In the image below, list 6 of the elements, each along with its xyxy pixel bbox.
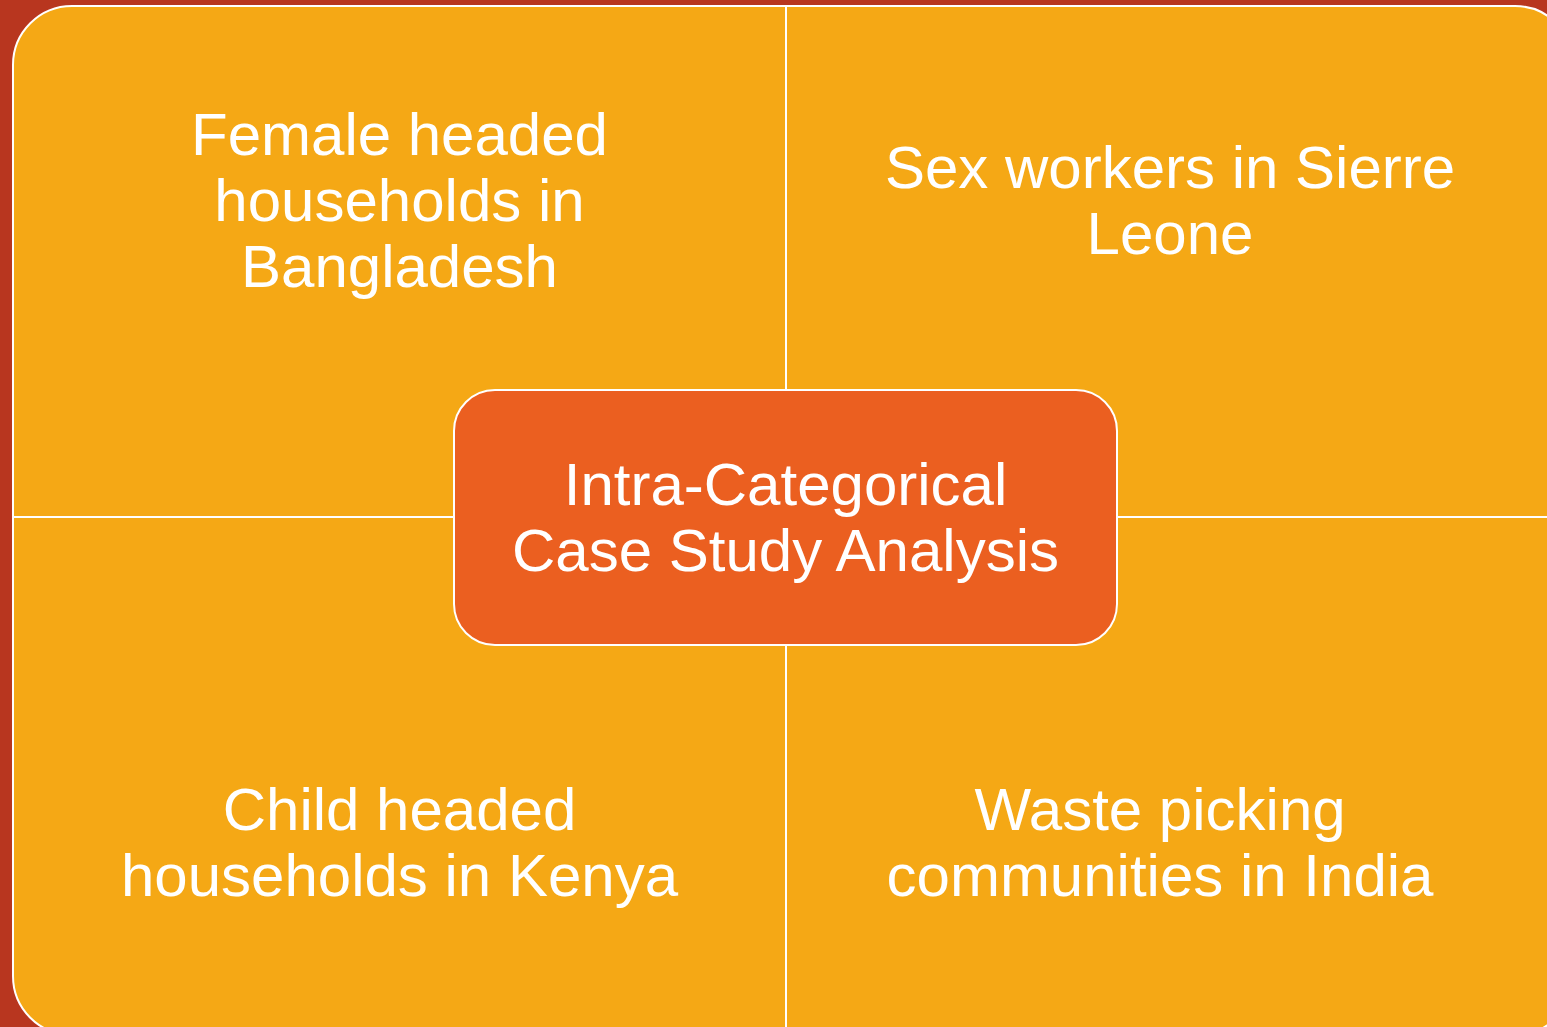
quadrant-label: Female headed households in Bangladesh xyxy=(190,102,609,300)
quadrant-label: Sex workers in Sierre Leone xyxy=(883,135,1457,267)
center-box xyxy=(453,389,1118,646)
center-title: Intra-Categorical Case Study Analysis xyxy=(511,451,1060,584)
quadrant-label: Waste picking communities in India xyxy=(885,777,1435,909)
quadrant-label: Child headed households in Kenya xyxy=(119,777,680,909)
